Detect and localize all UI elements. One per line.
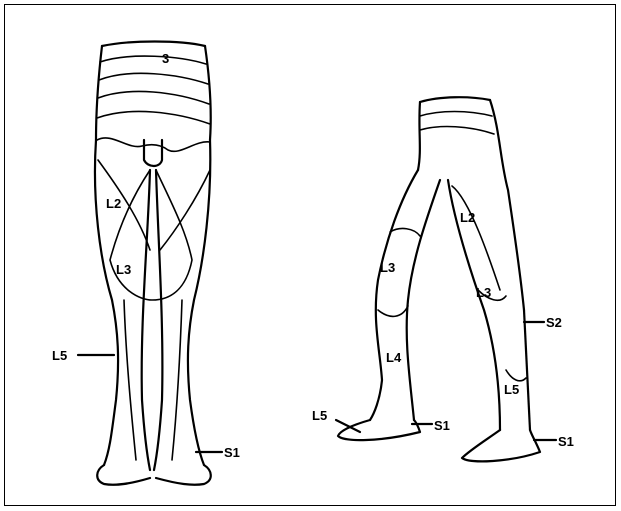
side-l5-pointer: [336, 420, 360, 432]
side-back-thigh-region: [390, 229, 420, 236]
front-label-s1: S1: [224, 445, 240, 460]
side-label-l5-shin: L5: [504, 382, 519, 397]
side-hip-back: [490, 100, 524, 310]
side-front-l5-stripe: [506, 370, 526, 381]
side-band-1: [420, 112, 492, 117]
side-hip-front: [418, 102, 420, 170]
front-band-4: [97, 111, 210, 124]
front-label-l2: L2: [106, 196, 121, 211]
side-legs-view: [336, 97, 556, 461]
front-band-2: [99, 73, 208, 84]
side-label-l3-thigh: L3: [380, 260, 395, 275]
side-label-s2: S2: [546, 315, 562, 330]
front-band-1: [100, 56, 206, 64]
side-label-l5: L5: [312, 408, 327, 423]
front-l3-region: [110, 170, 192, 300]
side-back-knee-region: [378, 306, 408, 316]
side-label-l3-knee: L3: [476, 285, 491, 300]
side-band-2: [420, 127, 494, 134]
front-band-3: [98, 91, 209, 104]
front-label-l5: L5: [52, 348, 67, 363]
front-shin-right-stripe: [172, 300, 182, 460]
front-left-foot: [97, 465, 150, 485]
front-inner-right: [154, 170, 162, 470]
front-hip-right: [205, 46, 211, 140]
side-front-foot: [462, 430, 540, 461]
front-left-thigh-outer: [95, 140, 118, 465]
front-hip-left: [96, 46, 102, 140]
front-legs-view: [78, 42, 222, 485]
side-front-l2-region: [452, 186, 500, 290]
front-right-foot: [156, 465, 211, 485]
side-back-leg-front: [407, 180, 440, 420]
front-groin-line: [97, 138, 210, 151]
front-label-3: 3: [162, 51, 169, 66]
front-inner-left: [142, 170, 150, 470]
side-label-s1-foot: S1: [434, 418, 450, 433]
side-label-l2: L2: [460, 210, 475, 225]
side-waist-top: [420, 97, 490, 102]
front-right-thigh-outer: [188, 140, 210, 465]
front-label-l3: L3: [116, 262, 131, 277]
side-label-l4: L4: [386, 350, 402, 365]
front-shin-left-stripe: [124, 300, 136, 460]
side-label-s1-heel: S1: [558, 434, 574, 449]
front-genital: [144, 140, 162, 166]
front-waist-top: [102, 42, 205, 47]
side-front-leg-front: [524, 310, 530, 430]
front-l2-boundary-right: [160, 170, 210, 250]
side-back-foot: [338, 420, 420, 440]
